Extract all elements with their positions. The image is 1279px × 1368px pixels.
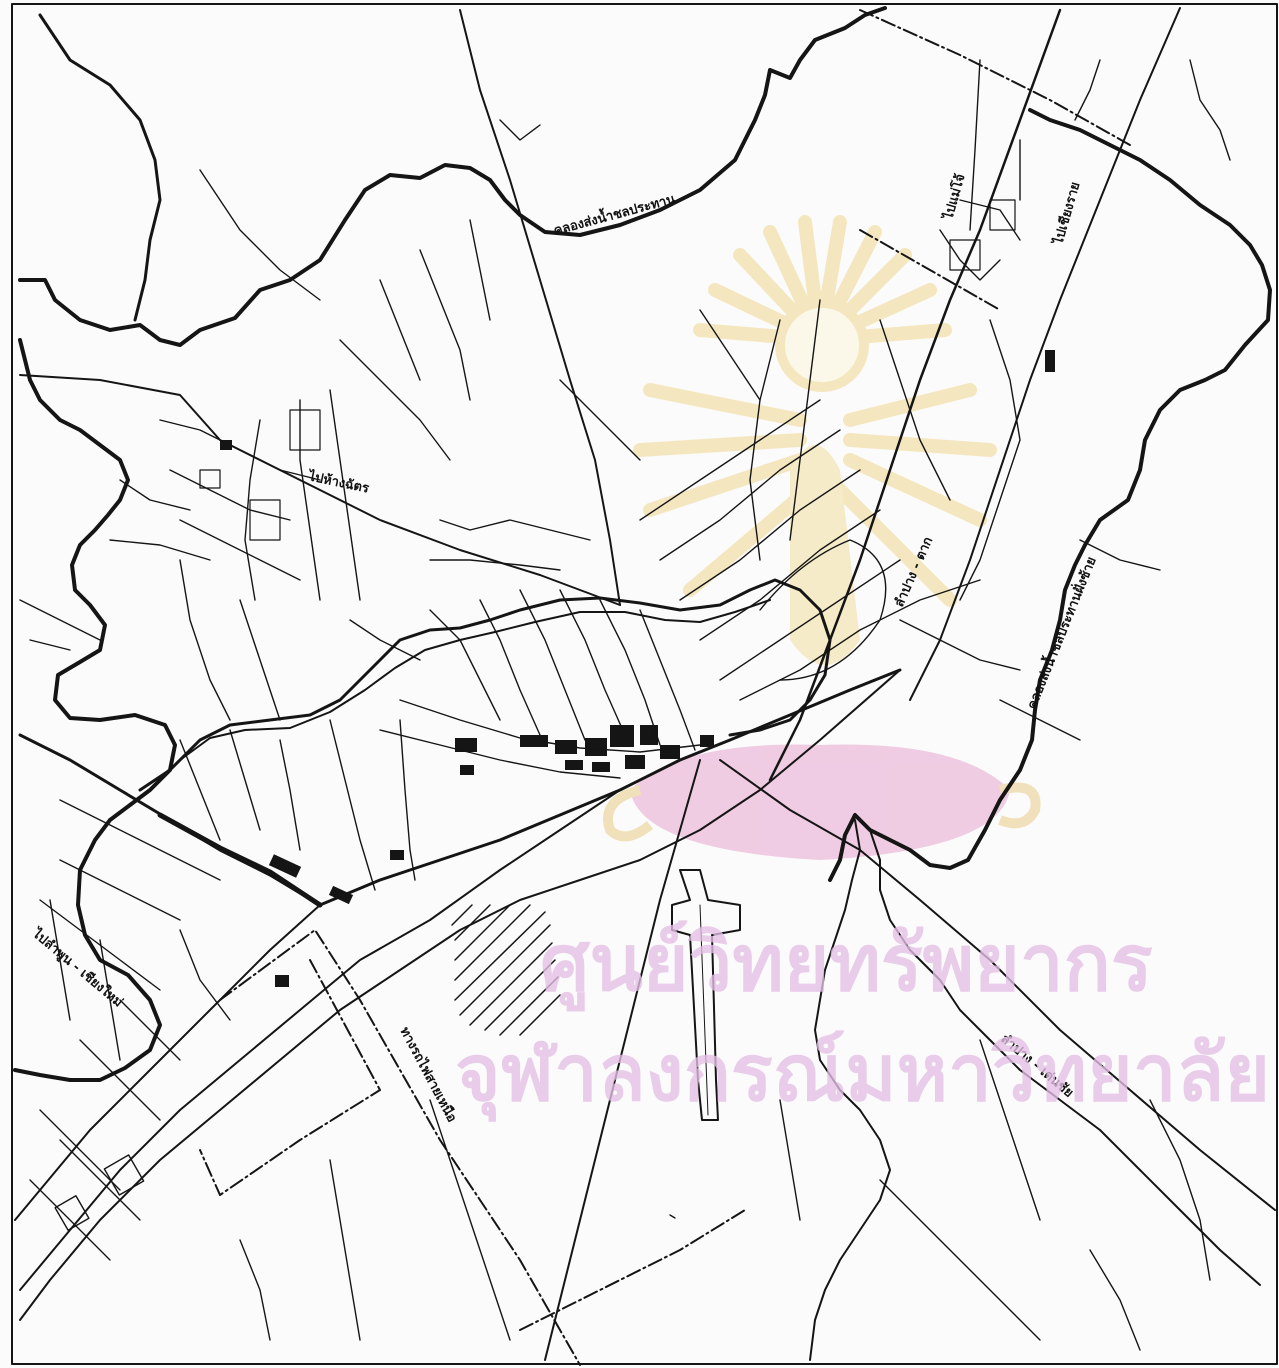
east-river (809, 819, 891, 1361)
road-sw-2 (19, 789, 621, 1291)
airport-runway (671, 869, 741, 1121)
watermark-text: ศูนย์วิทยทรัพยากร จุฬาลงกรณ์มหาวิทยาลัย (455, 919, 1270, 1122)
municipal-boundary (18, 6, 1272, 882)
road-lamphun-chiangmai (18, 668, 902, 907)
label-railway: ทางรถไฟสายเหนือ (396, 1024, 460, 1125)
label-to-mae-jo: ไปแม่โจ้ (939, 172, 969, 223)
label-to-phan-chat: ไปห้างฉัตร (305, 467, 370, 497)
railway-line (219, 929, 581, 1366)
wang-river (13, 338, 177, 1082)
emblem-body (790, 445, 860, 665)
road-to-hang-chat (19, 374, 621, 606)
boundary-southeast (519, 1209, 746, 1331)
emblem-ribbon-right (998, 782, 1041, 829)
road-sw-3 (19, 669, 901, 1321)
road-south-long (544, 759, 701, 1361)
canal-northwest (38, 13, 162, 322)
label-canal-east: คลองส่งน้ำชลประทานฝั่งซ้าย (1021, 553, 1100, 711)
watermark-line-1: ศูนย์วิทยทรัพยากร (540, 919, 1153, 1012)
hatched-housing (451, 904, 561, 1036)
emblem-base (630, 744, 1010, 860)
road-lampang-denchai (719, 759, 1276, 1211)
watermark-emblem (603, 215, 1041, 860)
highway-lampang-tak (768, 8, 1062, 782)
street-network (19, 59, 1231, 1351)
district-boundary-ne (859, 9, 1131, 311)
airport-runway-centerline (699, 904, 709, 1116)
emblem-ribbon-left (603, 785, 654, 842)
label-canal-north: คลองส่งน้ำชลประทาน (551, 188, 677, 239)
road-lamphun-chiangmai-thick (157, 812, 323, 908)
road-north-south-center (459, 9, 621, 606)
boundary-south (199, 959, 381, 1196)
city-core-blocks (220, 350, 1055, 987)
map-ink (11, 3, 1278, 1366)
east-river-bank (869, 829, 1261, 1286)
label-to-chiang-rai: ไปเชียงราย (1049, 180, 1084, 248)
emblem-center (775, 298, 869, 392)
highway-chiang-rai (909, 7, 1181, 701)
watermark-line-2: จุฬาลงกรณ์มหาวิทยาลัย (455, 1029, 1270, 1122)
map-frame (11, 3, 1278, 1365)
northwest-grid (199, 199, 1016, 541)
